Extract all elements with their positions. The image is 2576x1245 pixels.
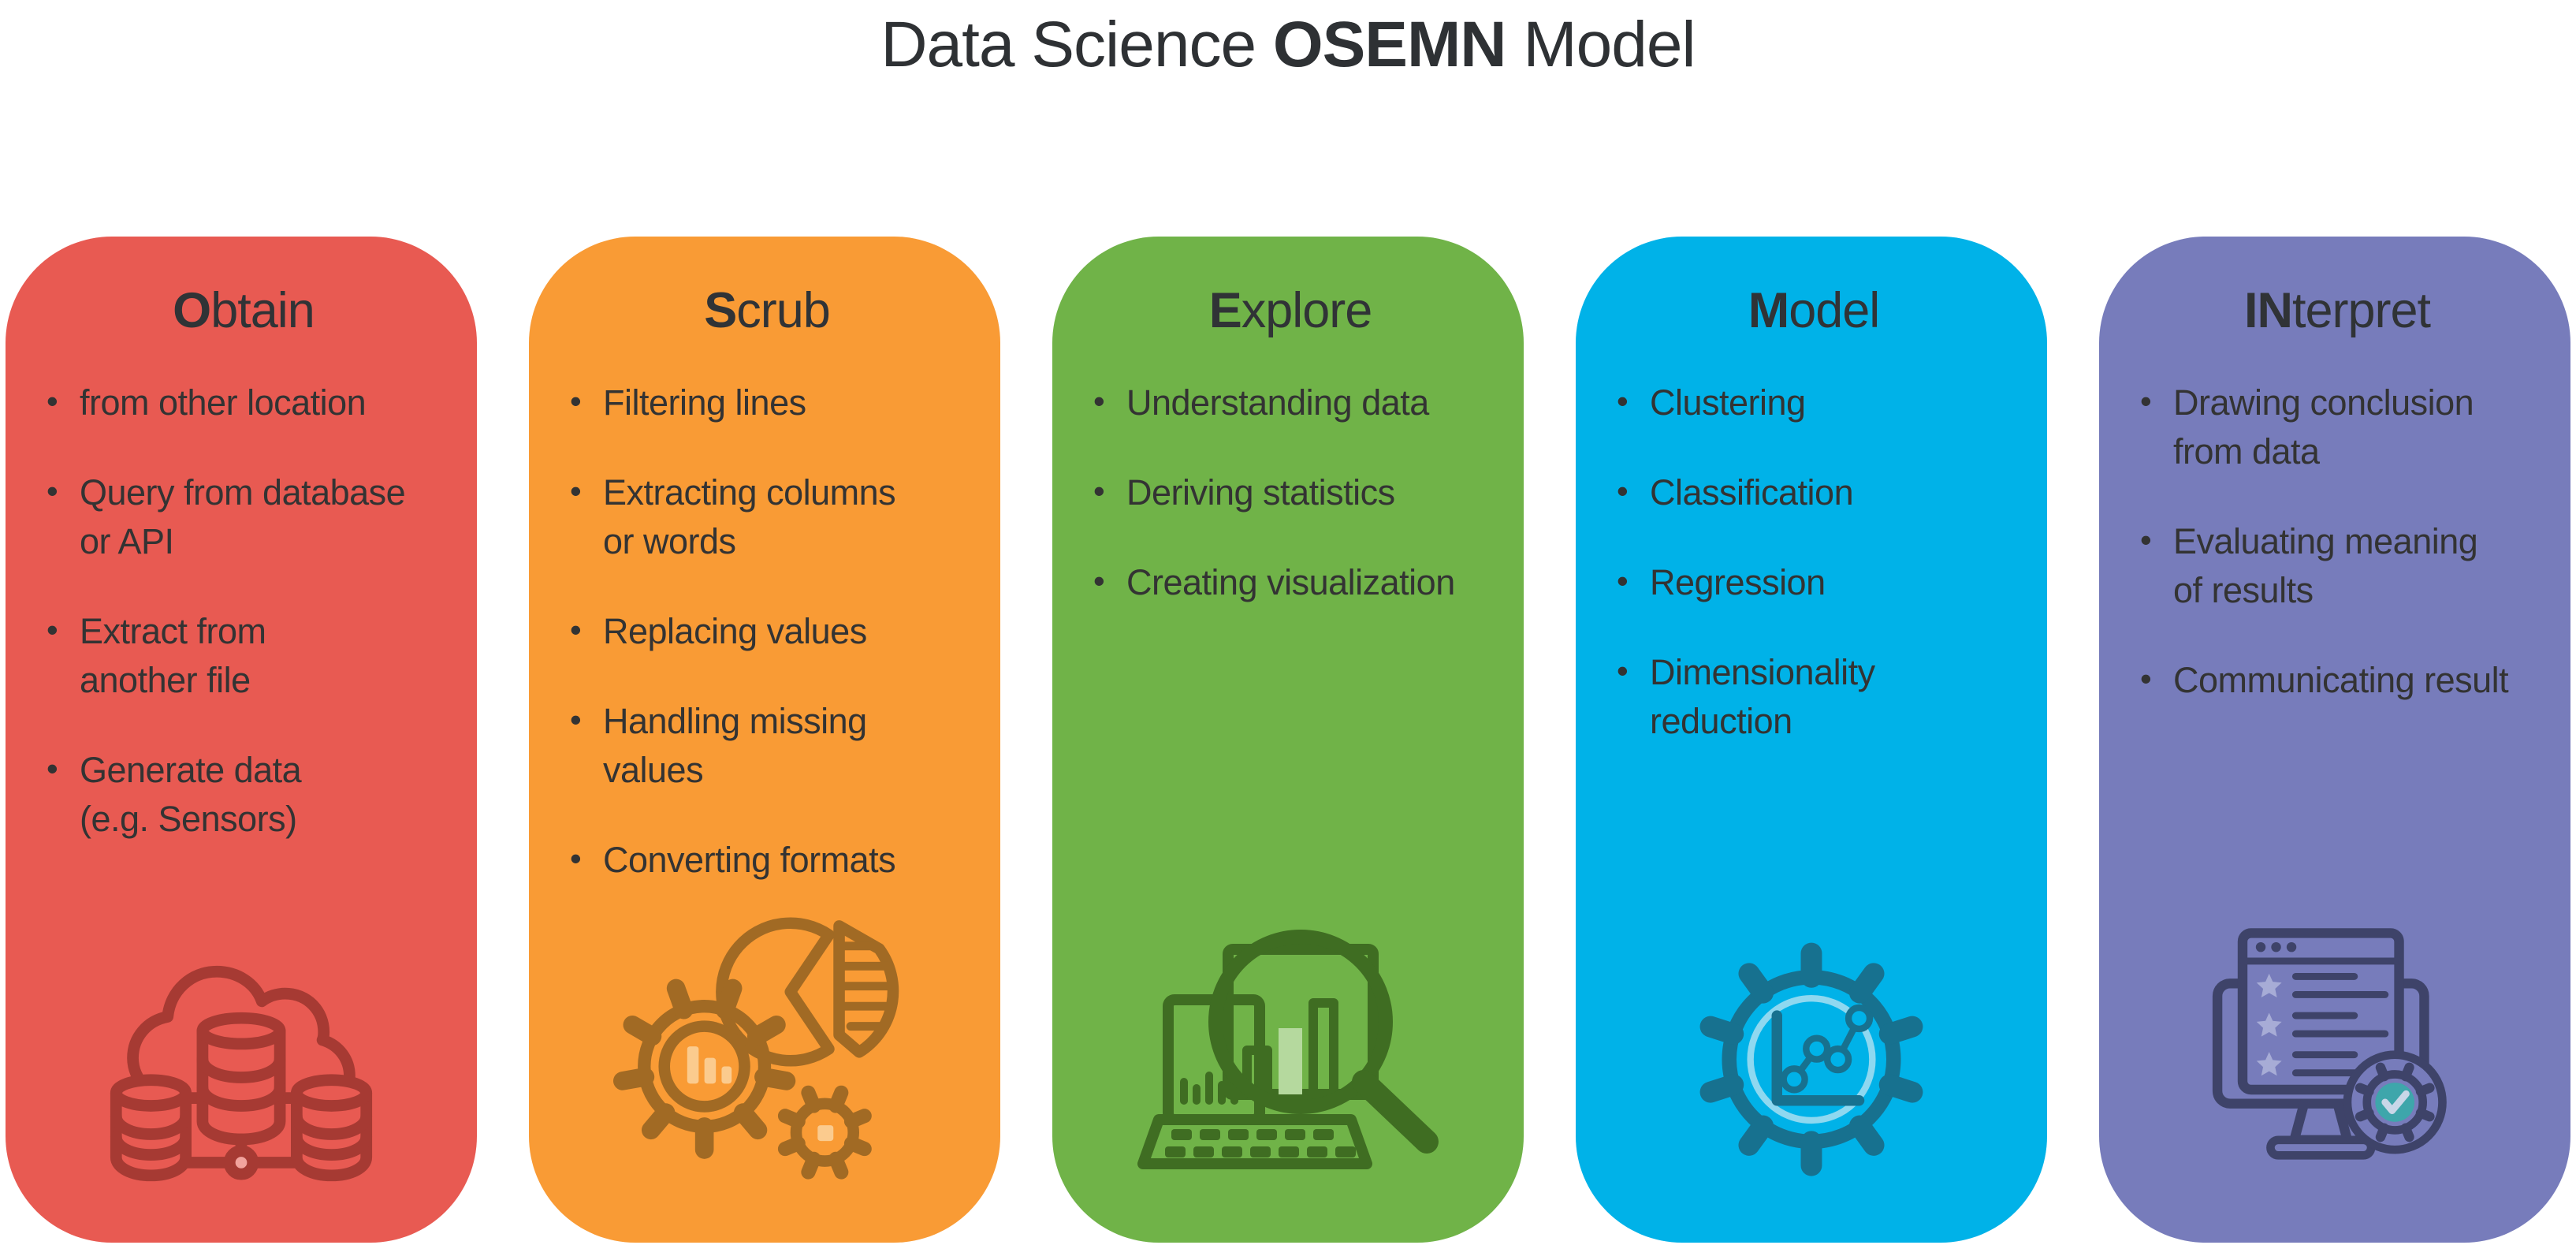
list-item: Generate data (e.g. Sensors) [45,744,453,844]
list-item: Query from database or API [45,467,453,566]
heading-bold-letter: M [1748,283,1789,338]
heading-bold-letter: E [1208,283,1242,338]
list-item: Converting formats [568,834,977,885]
card-heading: Model [1604,282,2023,339]
cloud-database-icon [110,965,373,1181]
gears-piechart-icon [613,917,899,1180]
list-item: Regression [1615,557,2023,607]
bullet-list: Filtering lines Extracting columns or wo… [557,377,977,885]
heading-bold-letter: O [173,283,211,338]
list-item: Evaluating meaning of results [2139,516,2547,615]
card-heading: Scrub [557,282,977,339]
list-item: Handling missing values [568,695,977,795]
heading-bold-letter: S [704,283,737,338]
card-model: Model Clustering Classification Regressi… [1576,237,2047,1243]
card-heading: INterpret [2127,282,2547,339]
icon-wrap [1666,920,1957,1198]
gear-chart-icon [1699,942,1923,1176]
bullet-list: Understanding data Deriving statistics C… [1081,377,1500,607]
list-item: Replacing values [568,606,977,656]
heading-bold-letter: IN [2243,283,2293,338]
list-item: Dimensionality reduction [1615,647,2023,746]
heading-rest: xplore [1241,283,1373,338]
icon-wrap [607,897,922,1198]
list-item: from other location [45,377,453,427]
title-suffix: Model [1506,9,1696,80]
bullet-list: from other location Query from database … [34,377,453,844]
list-item: Extracting columns or words [568,467,977,566]
title-bold: OSEMN [1272,9,1507,80]
list-item: Clustering [1615,377,2023,427]
list-item: Drawing conclusion from data [2139,377,2547,476]
list-item: Understanding data [1092,377,1500,427]
icon-wrap [2181,905,2489,1198]
icon-wrap [1115,883,1461,1198]
heading-rest: odel [1789,283,1880,338]
card-heading: Obtain [34,282,453,339]
card-scrub: Scrub Filtering lines Extracting columns… [529,237,1000,1243]
list-item: Creating visualization [1092,557,1500,607]
list-item: Communicating result [2139,654,2547,705]
cards-row: Obtain from other location Query from da… [0,237,2576,1243]
card-heading: Explore [1081,282,1500,339]
bullet-list: Clustering Classification Regression Dim… [1604,377,2023,746]
icon-wrap [99,941,383,1198]
card-interpret: INterpret Drawing conclusion from data E… [2099,237,2570,1243]
page-title: Data Science OSEMN Model [0,0,2576,82]
card-obtain: Obtain from other location Query from da… [6,237,477,1243]
list-item: Filtering lines [568,377,977,427]
heading-rest: crub [736,283,831,338]
monitor-checklist-icon [2212,927,2447,1160]
heading-rest: btain [210,283,315,338]
list-item: Classification [1615,467,2023,517]
card-explore: Explore Understanding data Deriving stat… [1052,237,1524,1243]
bullet-list: Drawing conclusion from data Evaluating … [2127,377,2547,705]
laptop-magnifier-icon [1137,930,1439,1169]
title-prefix: Data Science [880,9,1273,80]
list-item: Deriving statistics [1092,467,1500,517]
heading-rest: terpret [2291,283,2431,338]
list-item: Extract from another file [45,606,453,705]
